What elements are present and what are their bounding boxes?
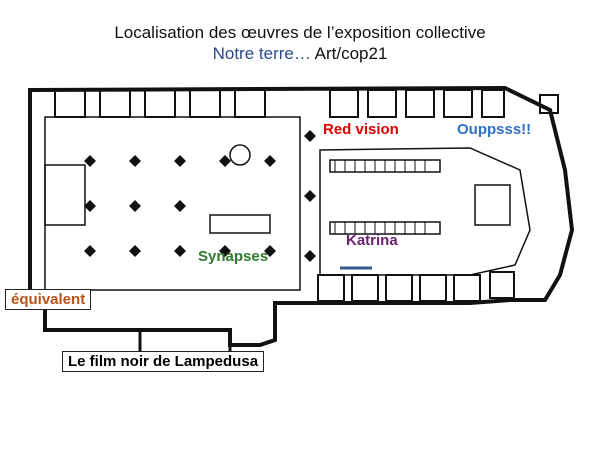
pulpit [229, 144, 251, 166]
title-exhibition-sub: Art/cop21 [310, 44, 388, 63]
chapels-top [54, 89, 505, 118]
label-film-lampedusa: Le film noir de Lampedusa [62, 351, 265, 372]
title-line-1: Localisation des œuvres de l’exposition … [114, 23, 486, 42]
chapels-bottom [317, 271, 515, 302]
plan-outline [28, 85, 575, 367]
synapses-table [209, 214, 271, 234]
label-equivalent: équivalent [5, 289, 92, 310]
map-title: Localisation des œuvres de l’exposition … [0, 22, 600, 64]
label-red-vision: Red vision [323, 121, 399, 138]
label-ouppsss: Ouppsss!! [457, 121, 532, 138]
altar [474, 184, 511, 226]
label-synapses: Synapses [198, 248, 269, 265]
outer-wall [28, 85, 575, 347]
spiral-stair [539, 94, 559, 114]
pillars [84, 130, 316, 262]
stalls-hatching [334, 160, 426, 234]
title-exhibition-name: Notre terre… [212, 44, 311, 63]
label-katrina: Katrina [346, 232, 398, 249]
side-room [44, 164, 86, 226]
title-line-2: Notre terre… Art/cop21 [0, 43, 600, 64]
